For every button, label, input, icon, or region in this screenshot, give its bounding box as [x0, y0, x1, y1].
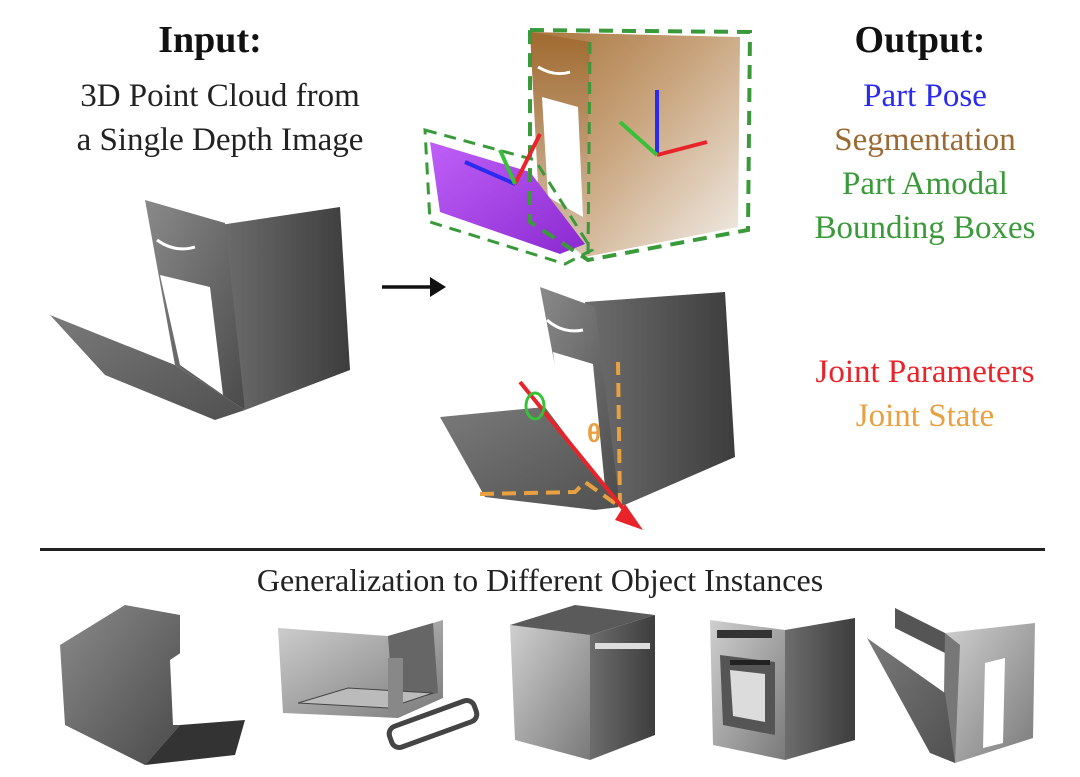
output-joint-state: Joint State	[855, 398, 995, 434]
input-point-cloud	[50, 200, 350, 420]
instance-4-point-cloud	[710, 618, 855, 760]
input-description-line-1: 3D Point Cloud from	[80, 78, 360, 114]
joint-state-symbol: θ	[587, 418, 601, 448]
output-part-amodal: Part Amodal	[842, 166, 1008, 202]
output-joint-figure: θ	[440, 287, 735, 530]
output-part-pose: Part Pose	[863, 78, 987, 114]
output-bounding-boxes: Bounding Boxes	[814, 210, 1036, 246]
instance-2-point-cloud	[278, 620, 480, 750]
section-divider	[40, 548, 1045, 551]
input-heading: Input:	[158, 19, 262, 61]
coordinate-axes-icon	[618, 90, 708, 157]
instance-5-point-cloud	[867, 608, 1035, 763]
generalization-title: Generalization to Different Object Insta…	[256, 562, 824, 598]
input-description-line-2: a Single Depth Image	[76, 122, 364, 158]
output-segmentation-figure	[423, 27, 753, 266]
instance-3-point-cloud	[510, 605, 655, 760]
rotation-icon	[524, 391, 546, 421]
output-joint-parameters: Joint Parameters	[815, 354, 1035, 390]
output-heading: Output:	[854, 19, 986, 61]
output-segmentation: Segmentation	[834, 122, 1016, 158]
arrow-right-icon	[382, 277, 446, 297]
instance-1-point-cloud	[60, 605, 245, 765]
